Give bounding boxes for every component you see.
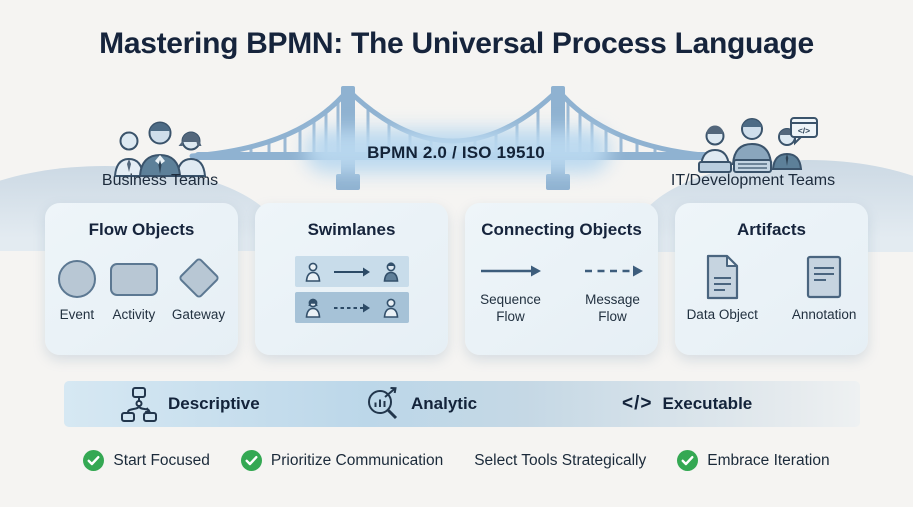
level-descriptive: Descriptive	[120, 381, 260, 427]
sequence-flow-label: Sequence Flow	[480, 292, 541, 324]
person-filled-icon	[383, 261, 398, 282]
data-object-icon	[707, 254, 739, 300]
person-outline-icon	[305, 262, 320, 282]
message-flow-label: Message Flow	[585, 292, 640, 324]
bridge-standard-label: BPMN 2.0 / ISO 19510	[367, 143, 545, 162]
magnifier-chart-icon	[368, 387, 398, 420]
gateway-diamond-wrap	[176, 256, 222, 300]
tip-select-tools: Select Tools Strategically	[474, 451, 647, 469]
analytic-label: Analytic	[411, 394, 478, 413]
modeling-levels-bar: Descriptive Analytic </> Executable	[64, 381, 860, 427]
business-team-icon	[113, 121, 207, 177]
level-analytic: Analytic	[365, 381, 477, 427]
level-executable: </> Executable	[622, 381, 752, 427]
business-teams-label: Business Teams	[101, 172, 219, 189]
card-flow-objects: Flow Objects Event Activity Gateway	[45, 203, 238, 355]
bpmn-element-cards: Flow Objects Event Activity Gateway	[45, 203, 868, 355]
swimlane-top	[294, 256, 409, 287]
tip-embrace-iteration: Embrace Iteration	[677, 450, 830, 471]
solid-arrow-icon	[333, 267, 370, 276]
tip-prioritize-communication: Prioritize Communication	[240, 450, 443, 471]
card-connecting-objects: Connecting Objects Sequence Flow Message…	[465, 203, 658, 355]
bridge-label-glow	[305, 129, 610, 173]
gateway-label: Gateway	[171, 307, 226, 322]
event-circle-shape	[57, 260, 96, 298]
data-object-label: Data Object	[686, 307, 758, 322]
gateway-diamond-shape	[177, 256, 220, 300]
flowchart-icon	[121, 386, 157, 422]
check-icon	[83, 450, 105, 471]
dashed-arrow-icon	[333, 303, 370, 312]
activity-rectangle-shape	[109, 263, 158, 296]
best-practice-tips: Start Focused Prioritize Communication S…	[0, 450, 913, 471]
card-swimlanes: Swimlanes	[255, 203, 448, 355]
descriptive-label: Descriptive	[168, 394, 260, 413]
check-icon	[677, 450, 699, 471]
event-label: Event	[59, 307, 95, 322]
it-team-icon: </>	[698, 117, 818, 173]
card-title: Flow Objects	[88, 220, 195, 239]
check-icon	[240, 450, 262, 471]
activity-label: Activity	[112, 307, 156, 322]
executable-label: Executable	[662, 394, 753, 413]
annotation-icon	[807, 255, 842, 299]
person-woman-icon	[305, 298, 320, 318]
it-teams-label: IT/Development Teams	[670, 172, 836, 189]
swimlane-bottom	[294, 292, 409, 323]
tip-start-focused: Start Focused	[83, 450, 210, 471]
sequence-flow-arrow-icon	[480, 265, 541, 277]
code-icon: </>	[622, 393, 653, 414]
card-title: Connecting Objects	[481, 220, 642, 239]
person-outline-icon	[383, 298, 398, 318]
card-artifacts: Artifacts Data Object	[675, 203, 868, 355]
card-title: Swimlanes	[307, 220, 396, 239]
message-flow-arrow-icon	[584, 265, 643, 277]
swimlane-diagram	[294, 256, 409, 323]
page-title: Mastering BPMN: The Universal Process La…	[99, 27, 814, 60]
annotation-label: Annotation	[791, 307, 857, 322]
card-title: Artifacts	[737, 220, 806, 239]
code-bubble-glyph: </>	[798, 126, 810, 136]
